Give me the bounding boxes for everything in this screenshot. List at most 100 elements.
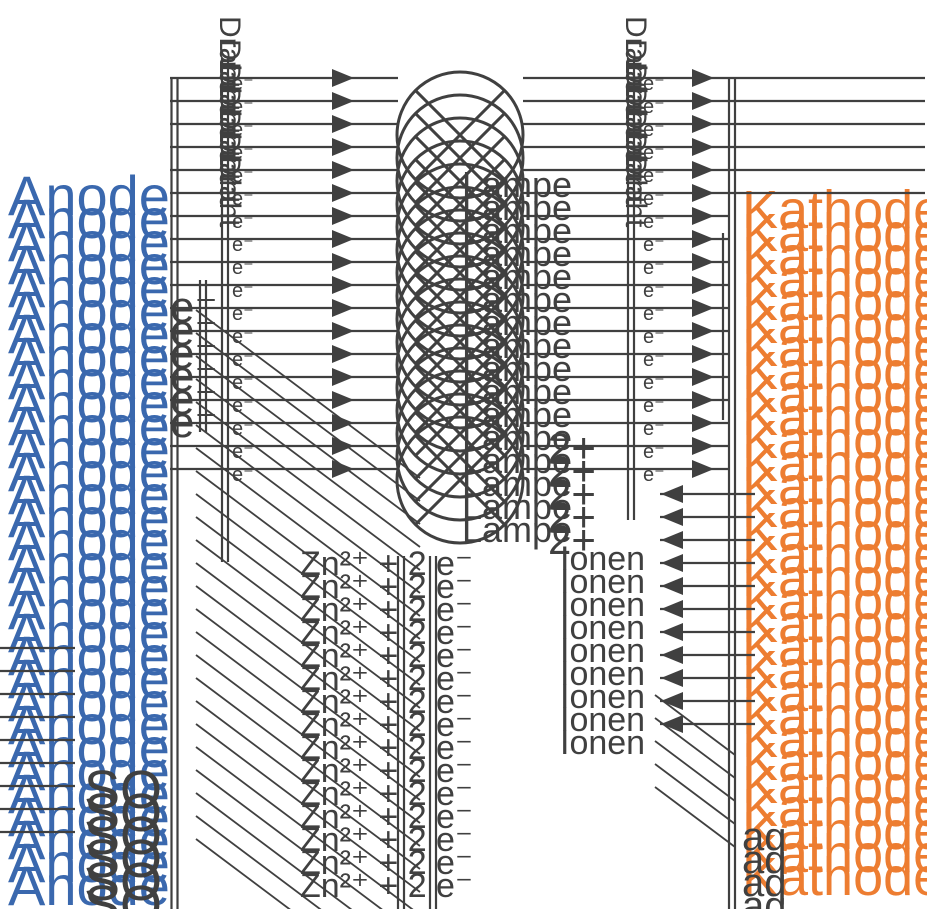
arrowhead-icon xyxy=(332,276,354,294)
lampe-label-stack-item: Lampe xyxy=(462,394,572,435)
equation-fragment-stack-item: Zn²⁺ + 2 e⁻ xyxy=(300,844,473,882)
diagonal-line xyxy=(195,539,421,709)
lamp-circle xyxy=(395,231,525,361)
anode-label-stack-item: Anode xyxy=(8,716,170,779)
equation-fragment-stack-item: Zn²⁺ + 2 e⁻ xyxy=(300,821,473,859)
diagonal-line xyxy=(195,746,414,909)
sulfate-fragment-stack-item: SO xyxy=(84,829,162,889)
diagonal-line xyxy=(654,763,736,825)
equation-fragment-stack-item: Zn²⁺ + 2 e⁻ xyxy=(300,706,473,744)
anode-label-stack-item: Anode xyxy=(8,808,170,871)
anode-label-stack-item: Anode xyxy=(8,601,170,664)
draht-label-right-stack-item: Draht xyxy=(619,154,652,228)
sulfate-fragment-stack-item: SO xyxy=(84,806,162,866)
anode-label-stack-item: Anode xyxy=(8,693,170,756)
draht-label-right-stack-item: Draht xyxy=(619,108,652,182)
arrowhead-icon xyxy=(692,414,714,432)
kathode-label-stack-item: Kathode xyxy=(742,479,927,539)
lamp-cross-line xyxy=(414,158,506,250)
kathode-label-stack-item: Kathode xyxy=(742,364,927,424)
kathode-label-stack-item: Kathode xyxy=(742,295,927,355)
lampe-label-stack-item: Lampe xyxy=(462,417,572,458)
lampe-label-stack-item: Lampe xyxy=(462,348,572,389)
ionen-fragment-stack-item: Ionen xyxy=(560,632,645,670)
draht-label-right-stack-item: Draht xyxy=(619,131,652,205)
diagonal-line xyxy=(195,470,421,640)
electron-small-left-stack-item: e⁻ xyxy=(232,464,254,486)
diagonal-line xyxy=(195,700,421,870)
kathode-label-stack-item: Kathode xyxy=(742,525,927,585)
lampe-label-stack-item: Lampe xyxy=(462,325,572,366)
electron-big-stack-item: e⁻ xyxy=(170,283,218,332)
lamp-circle xyxy=(395,369,525,499)
arrowhead-icon xyxy=(692,299,714,317)
diagonal-line xyxy=(195,631,421,801)
lamp-cross-line xyxy=(414,319,506,411)
kathode-label-stack: KathodeKathodeKathodeKathodeKathodeKatho… xyxy=(742,180,927,907)
electron-big-stack-item: e⁻ xyxy=(170,306,218,355)
anode-label-stack-item: Anode xyxy=(8,647,170,710)
equation-fragment-stack-item: Zn²⁺ + 2 e⁻ xyxy=(300,591,473,629)
diagonal-line xyxy=(195,677,421,847)
arrowhead-icon xyxy=(692,115,714,133)
arrowhead-icon xyxy=(332,230,354,248)
arrowhead-icon xyxy=(692,207,714,225)
lamp-circle xyxy=(395,254,525,384)
lamp-circle xyxy=(395,116,525,246)
lampe-label-stack-item: Lampe xyxy=(462,164,572,205)
arrowhead-icon xyxy=(332,299,354,317)
charge-fragment-stack-item: 2+ xyxy=(548,447,596,494)
electron-small-right-stack-item: e⁻ xyxy=(643,119,665,141)
lamp-circle xyxy=(395,162,525,292)
electron-small-right-stack-item: e⁻ xyxy=(643,142,665,164)
electron-small-left-stack-item: e⁻ xyxy=(232,441,254,463)
arrowhead-icon xyxy=(692,322,714,340)
lamp-cross-line xyxy=(414,273,506,365)
draht-label-right-stack-item: Draht xyxy=(619,85,652,159)
draht-label-left-stack-item: Draht xyxy=(213,62,246,136)
anode-label-stack-item: Anode xyxy=(8,624,170,687)
anode-label-stack-item: Anode xyxy=(8,555,170,618)
kathode-label-stack-item: Kathode xyxy=(742,433,927,493)
aq-fragment-stack-item: aq xyxy=(742,884,787,909)
electron-small-right-stack-item: e⁻ xyxy=(643,372,665,394)
aq-fragment-stack-item: aq xyxy=(742,907,787,909)
lamp-cross-line xyxy=(414,135,506,227)
lamp-circle xyxy=(395,300,525,430)
diagonal-line xyxy=(195,654,421,824)
arrowhead-icon xyxy=(332,368,354,386)
electron-small-right-stack-item: e⁻ xyxy=(643,73,665,95)
lamp-cross-line xyxy=(414,250,506,342)
diagonal-line xyxy=(195,838,291,909)
arrowhead-icon xyxy=(692,460,714,478)
equation-fragment-stack-item: Zn²⁺ + 2 e⁻ xyxy=(300,729,473,767)
anode-label-stack-item: Anode xyxy=(8,279,170,342)
kathode-label-stack-item: Kathode xyxy=(742,709,927,769)
lampe-label-stack-item: Lampe xyxy=(462,210,572,251)
sulfate-fragment-stack-item: SO xyxy=(84,875,162,909)
lamp-circle xyxy=(395,139,525,269)
arrowhead-icon xyxy=(692,230,714,248)
electron-small-right-stack-item: e⁻ xyxy=(643,211,665,233)
anode-label-stack: AnodeAnodeAnodeAnodeAnodeAnodeAnodeAnode… xyxy=(8,164,170,909)
kathode-label-stack-item: Kathode xyxy=(742,617,927,677)
charge-fragment-stack-item: 2+ xyxy=(548,516,596,563)
sulfate-fragment-stack-item: SO xyxy=(84,760,162,820)
anode-label-stack-item: Anode xyxy=(8,670,170,733)
anode-label-stack-item: Anode xyxy=(8,486,170,549)
diagonal-line xyxy=(195,401,421,571)
diagonal-line xyxy=(195,769,383,909)
ionen-fragment-stack-item: Ionen xyxy=(560,586,645,624)
diagonal-line xyxy=(195,309,421,479)
arrowhead-icon xyxy=(692,276,714,294)
kathode-label-stack-item: Kathode xyxy=(742,571,927,631)
electron-small-right-stack-item: e⁻ xyxy=(643,395,665,417)
arrowhead-icon xyxy=(661,485,683,503)
arrowhead-icon xyxy=(332,92,354,110)
arrowhead-icon xyxy=(692,391,714,409)
lampe-label-stack-item: Lampe xyxy=(462,279,572,320)
anode-label-stack-item: Anode xyxy=(8,210,170,273)
kathode-label-stack-item: Kathode xyxy=(742,847,927,907)
